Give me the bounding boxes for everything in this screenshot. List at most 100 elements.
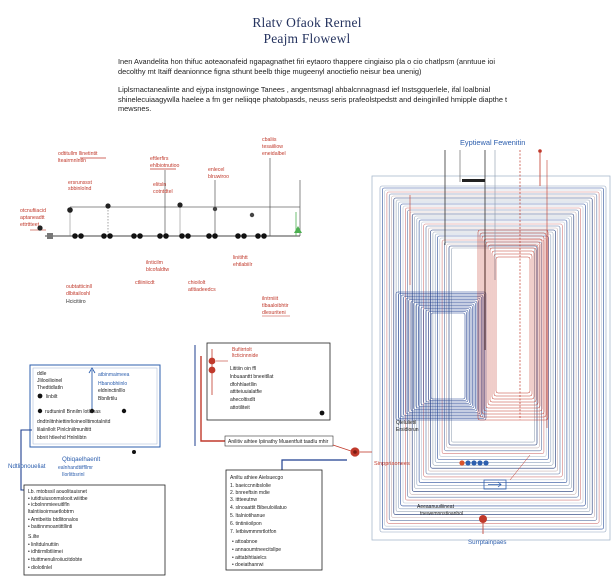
left-panel-row: rudtuninll Bnnilm lotlanas (45, 409, 101, 415)
process-link-red (200, 356, 225, 442)
system-layer (386, 191, 600, 524)
left-panel-footer: lilaiinllolt Pinlclniilmunltitt (37, 427, 92, 433)
system-bottom-sub: tnewemnnstioanbol (420, 511, 463, 517)
notes-line: • iutidtuiusonmslooit.wiiitbe (28, 496, 88, 502)
notes-line: ltalntiisoirmaetlobtrm (28, 509, 74, 515)
flow-label: atltiadeedcs (188, 287, 216, 293)
notes-line: • diolotlnlel (28, 565, 52, 571)
process-line: attotiliteit (230, 405, 250, 411)
system-layer (444, 241, 542, 452)
flow-node (157, 233, 163, 239)
system-layer (434, 233, 552, 463)
flow-label: linitihtt (233, 255, 248, 261)
process-section: Bufiirrtolt ltcticinnnide Lititiin oin f… (194, 342, 410, 470)
process-line: ahecoltisdlt (230, 397, 256, 403)
system-layer (432, 231, 554, 466)
flow-label: ilntrniiit (262, 296, 279, 302)
notes-line: • ttuittmenuliroiiucitdobte (28, 557, 82, 563)
system-layer (391, 195, 595, 518)
flow-node (206, 233, 212, 239)
flow-label: Hcicitiiro (66, 299, 86, 305)
flow-label: tesaiiliow (262, 144, 283, 150)
steps-line: • annaoumtneecitsllpe (232, 547, 281, 553)
left-label-sub: ealnhandtiiffllmr (58, 465, 93, 471)
flow-node (212, 233, 218, 239)
left-panel-line: Thedtidlatln (37, 385, 63, 391)
flow-label: ctliiniicdt (135, 280, 155, 286)
system-layer (408, 299, 479, 413)
system-layer (430, 229, 556, 469)
connector-label: Anilitiv aihtee Ipiinathy Muaentfuit taa… (228, 439, 329, 445)
flow-node (101, 233, 107, 239)
system-layer (428, 311, 467, 401)
notes-line: S.ilte (28, 534, 39, 540)
system-bottom-label: Aeeaanuuiliineat (417, 504, 455, 510)
connector-target: Sinppriaonees (374, 461, 410, 467)
system-layer (487, 244, 539, 406)
left-label-sub: Ilorlitbsrinl (62, 472, 85, 478)
notes-line: • baitinnmoantittllinti (28, 524, 72, 530)
left-panel-node-label: linbilt (46, 394, 58, 400)
steps-line: 3. ittteeutnw (230, 497, 257, 503)
flow-end-marker (294, 226, 302, 233)
flow-label: sbbinlolnd (68, 186, 91, 192)
flow-node (255, 233, 261, 239)
title-line-2: Peajm Flowewl (263, 31, 351, 46)
system-layer (420, 306, 472, 406)
left-panel-node (89, 408, 95, 414)
flow-label: blcofaldtw (146, 267, 169, 273)
steps-line: • aittabihtiaielcs (232, 555, 267, 561)
process-marker (208, 366, 216, 374)
left-label-main: Qbiqaelhaenlt (62, 456, 100, 463)
system-layer (379, 185, 607, 533)
flow-node (67, 207, 73, 213)
flow-node (163, 233, 169, 239)
left-panel-right-line: Hbanobhiinlo (98, 381, 127, 387)
steps-heading: Aniltu athiee Aielsuecgo (230, 475, 283, 481)
steps-line: • attoabnoe (232, 539, 258, 545)
process-heading: Bufiirrtolt (232, 347, 252, 353)
flow-label: ersrunssst (68, 180, 92, 186)
system-layer (384, 189, 602, 527)
flow-label: ehtlabiilr (233, 262, 253, 268)
system-layer (400, 203, 586, 507)
system-layer (483, 238, 543, 412)
intro-paragraph-2: Liplsrnactanealinte and ejypa instgnowin… (118, 85, 508, 114)
left-panel-footer: bbnit htleehd Hnlnlibtn (37, 435, 87, 441)
left-panel-line: Jlilooilioinel (37, 378, 62, 384)
flow-node (177, 202, 183, 208)
flow-node (107, 233, 113, 239)
flow-label: otcnufiiacid (20, 208, 46, 214)
notes-line: • idhtirmlbtliimei (28, 549, 63, 555)
process-line: lnbuaanttt bneeitllat (230, 374, 274, 380)
output-node-blue (477, 460, 483, 466)
system-layer (481, 235, 545, 415)
flow-node (249, 212, 255, 218)
left-connector-blue (20, 429, 32, 491)
notes-line: Lb. mtobssil aouolitauisnet (28, 489, 88, 495)
system-layer (489, 247, 537, 403)
left-panel-right-line: atbinmaimeea (98, 372, 130, 378)
left-panel-node (121, 408, 127, 414)
flow-label: tlbaaloibhtir (262, 303, 289, 309)
flow-label: blruwiroo (208, 174, 229, 180)
flow-node (179, 233, 185, 239)
system-gate-bar (462, 179, 485, 182)
flow-node (261, 233, 267, 239)
flow-label: ettrttteet (20, 222, 40, 228)
system-layer (415, 303, 475, 409)
system-inner-label: Qlelulietil (396, 420, 416, 426)
process-line: dfohhlaetllin (230, 382, 257, 388)
system-layer (477, 229, 549, 421)
process-heading: ltcticinnnide (232, 353, 258, 359)
system-outer-frame (371, 175, 611, 541)
system-input-marker (538, 149, 542, 153)
arrow-up-icon (88, 367, 96, 374)
system-layer (418, 219, 568, 484)
system-layer (446, 243, 540, 449)
system-layer (413, 302, 476, 410)
flow-label: eneidalbel (262, 151, 286, 157)
flow-node (105, 203, 111, 209)
